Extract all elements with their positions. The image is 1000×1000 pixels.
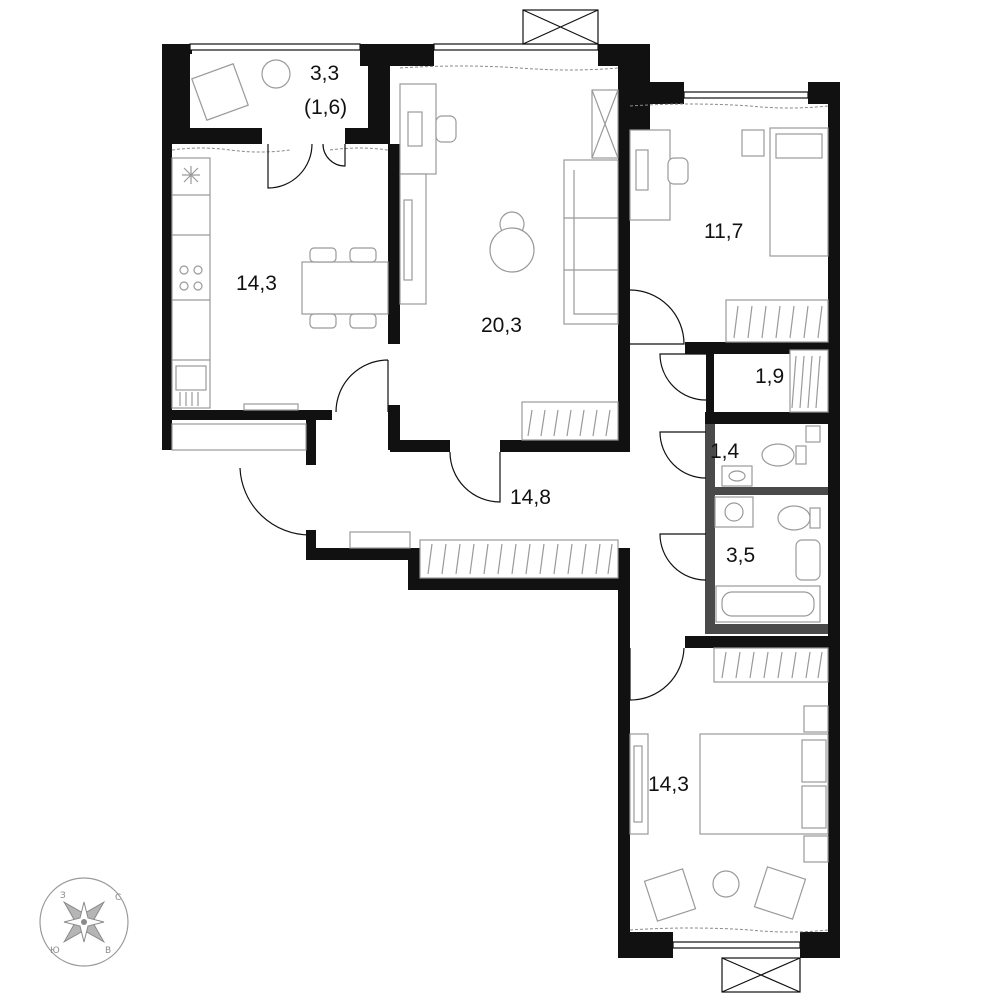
wall-living-bottom-right	[500, 440, 630, 452]
wall-bedroom-top-left	[650, 82, 684, 104]
bathroom-area-label: 3,5	[726, 544, 755, 567]
armchair-right	[753, 866, 807, 920]
wall-bath-bottom	[705, 624, 828, 634]
wardrobe-hall	[419, 539, 619, 579]
window-bedroom-small	[683, 91, 809, 99]
entry-cabinet	[171, 423, 307, 451]
armchair-balcony	[191, 63, 249, 121]
wall-balcony-right	[368, 44, 390, 144]
doors	[239, 143, 707, 701]
hall-area-label: 14,8	[510, 486, 551, 509]
wall-living-bottom-left	[390, 440, 450, 452]
sink-bathroom	[795, 539, 821, 581]
walls	[162, 44, 840, 958]
compass-east: В	[105, 946, 111, 956]
compass-rose-icon	[62, 900, 106, 944]
wardrobe-bedroom-large	[713, 647, 829, 683]
wall-bedroom2-bottom-left	[618, 932, 673, 958]
wall-bath-mid	[715, 487, 828, 495]
wall-kitchen-living-upper	[388, 144, 400, 344]
wall-hall-bottom	[408, 578, 630, 590]
living-area-label: 20,3	[481, 314, 522, 337]
wall-kitchen-bottom	[172, 410, 332, 420]
wall-living-right	[618, 100, 630, 445]
wall-kitchen-living-lower	[388, 405, 400, 450]
wall-entry-stub	[306, 420, 316, 465]
sofa-living	[563, 159, 619, 325]
room-labels: 3,3 (1,6) 14,3 20,3 11,7 1,9 1,4 3,5 14,…	[236, 62, 784, 796]
wall-hall-bottom-left	[306, 548, 418, 560]
wall-entry-lower	[306, 530, 316, 558]
toilet	[761, 443, 795, 467]
coffee-table	[489, 227, 535, 273]
compass-ring	[39, 877, 129, 967]
wall-kitchen-left	[162, 130, 172, 450]
wall-storage-bottom	[705, 412, 828, 424]
balcony-reduced-area-label: (1,6)	[304, 96, 347, 119]
wall-top-mid	[360, 44, 434, 66]
wall-balcony-left	[162, 44, 190, 144]
window-balcony	[189, 43, 361, 51]
wardrobe-bedroom-small	[725, 299, 829, 343]
side-table	[712, 870, 740, 898]
window-bedroom-large	[672, 941, 801, 949]
window-living	[433, 43, 599, 51]
toilet-bathroom	[777, 505, 811, 531]
compass: С В Ю З	[39, 877, 129, 967]
compass-west: З	[60, 891, 66, 901]
wall-right-outer	[828, 82, 840, 958]
wall-bedroom2-top	[685, 636, 828, 648]
storage-area-label: 1,9	[755, 365, 784, 388]
wall-bedroom2-bottom-right	[800, 932, 840, 958]
compass-south: Ю	[50, 946, 60, 956]
wall-bath-left	[705, 424, 715, 634]
wall-balcony-top-left	[162, 44, 192, 54]
wall-hall-right-corner	[618, 548, 630, 590]
furniture	[171, 59, 829, 922]
wall-storage-left	[706, 344, 714, 412]
dining-table	[301, 261, 389, 315]
kitchen-area-label: 14,3	[236, 272, 277, 295]
balcony-area-label: 3,3	[310, 62, 339, 85]
bedroom-small-area-label: 11,7	[704, 220, 743, 243]
table-balcony	[261, 59, 291, 89]
wardrobe-living	[521, 401, 619, 441]
armchair-left	[643, 868, 697, 922]
wall-kitchen-left-low	[162, 420, 172, 450]
shoe-rack	[349, 531, 411, 549]
windows	[171, 9, 829, 993]
toilet-area-label: 1,4	[710, 440, 740, 463]
wall-bedroom2-left	[618, 548, 630, 958]
wall-balcony-bottom-left	[190, 128, 262, 144]
bedroom-large-area-label: 14,3	[648, 773, 689, 796]
compass-north: С	[115, 893, 121, 903]
